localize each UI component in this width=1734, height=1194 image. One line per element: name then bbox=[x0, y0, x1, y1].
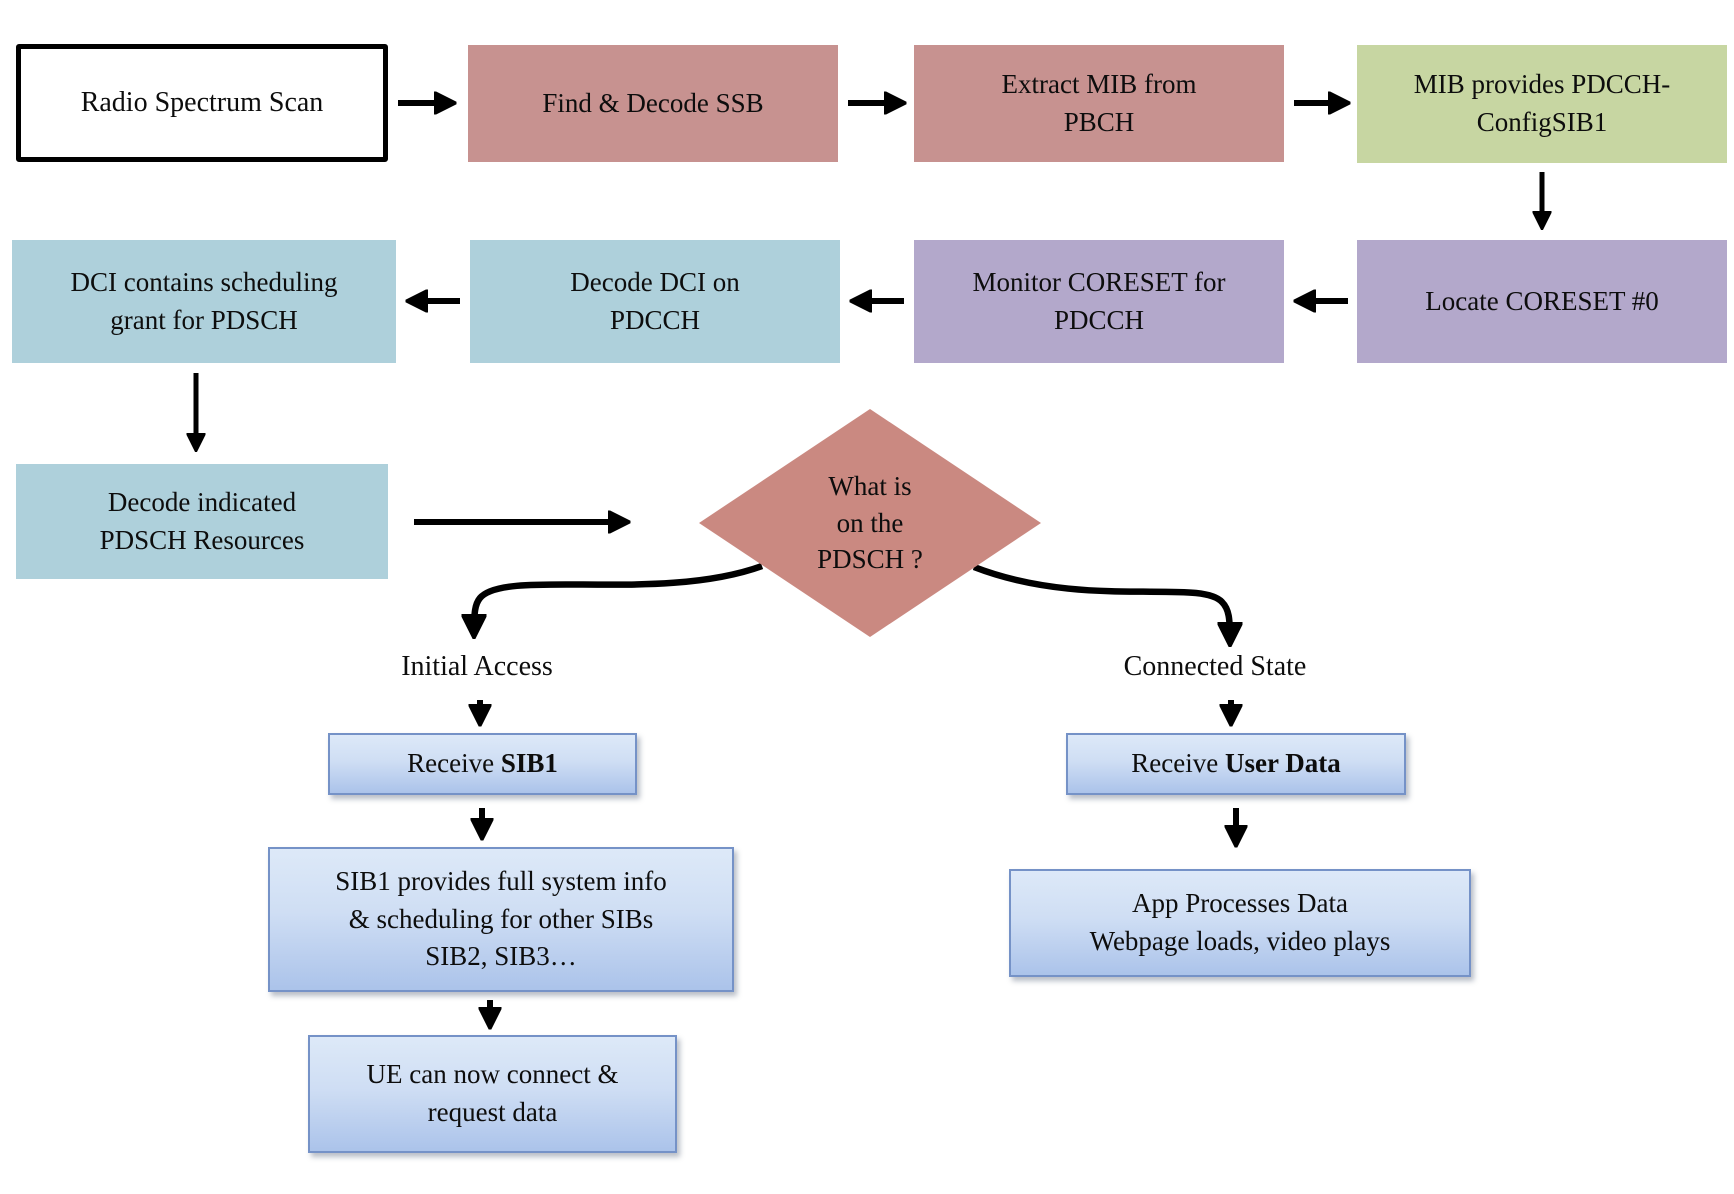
node-sib1-provides-sysinfo: SIB1 provides full system info & schedul… bbox=[268, 847, 734, 992]
node-mib-provides-pdcch-config: MIB provides PDCCH- ConfigSIB1 bbox=[1357, 45, 1727, 163]
receive-sib1-prefix: Receive bbox=[407, 748, 501, 779]
node-decode-indicated-pdsch: Decode indicated PDSCH Resources bbox=[16, 464, 388, 579]
node-find-decode-ssb: Find & Decode SSB bbox=[468, 45, 838, 162]
node-receive-user-data: Receive User Data bbox=[1066, 733, 1406, 795]
node-label: Receive User Data bbox=[1131, 745, 1340, 783]
receive-sib1-bold: SIB1 bbox=[500, 748, 558, 779]
branch-label-connected-state: Connected State bbox=[1123, 651, 1307, 682]
node-extract-mib: Extract MIB from PBCH bbox=[914, 45, 1284, 162]
curve-decision-to-initial-access bbox=[474, 562, 764, 634]
node-radio-spectrum-scan: Radio Spectrum Scan bbox=[16, 44, 388, 162]
branch-label-initial-access: Initial Access bbox=[401, 651, 553, 682]
node-app-processes-data: App Processes Data Webpage loads, video … bbox=[1009, 869, 1471, 977]
node-decode-dci-on-pdcch: Decode DCI on PDCCH bbox=[470, 240, 840, 363]
node-dci-contains-grant: DCI contains scheduling grant for PDSCH bbox=[12, 240, 396, 363]
curve-decision-to-connected-state bbox=[972, 563, 1230, 642]
node-label: Receive SIB1 bbox=[407, 745, 558, 783]
receive-user-data-bold: User Data bbox=[1224, 748, 1341, 779]
node-receive-sib1: Receive SIB1 bbox=[328, 733, 637, 795]
node-locate-coreset-0: Locate CORESET #0 bbox=[1357, 240, 1727, 363]
receive-user-data-prefix: Receive bbox=[1131, 748, 1225, 779]
node-monitor-coreset: Monitor CORESET for PDCCH bbox=[914, 240, 1284, 363]
node-ue-can-connect: UE can now connect & request data bbox=[308, 1035, 677, 1153]
